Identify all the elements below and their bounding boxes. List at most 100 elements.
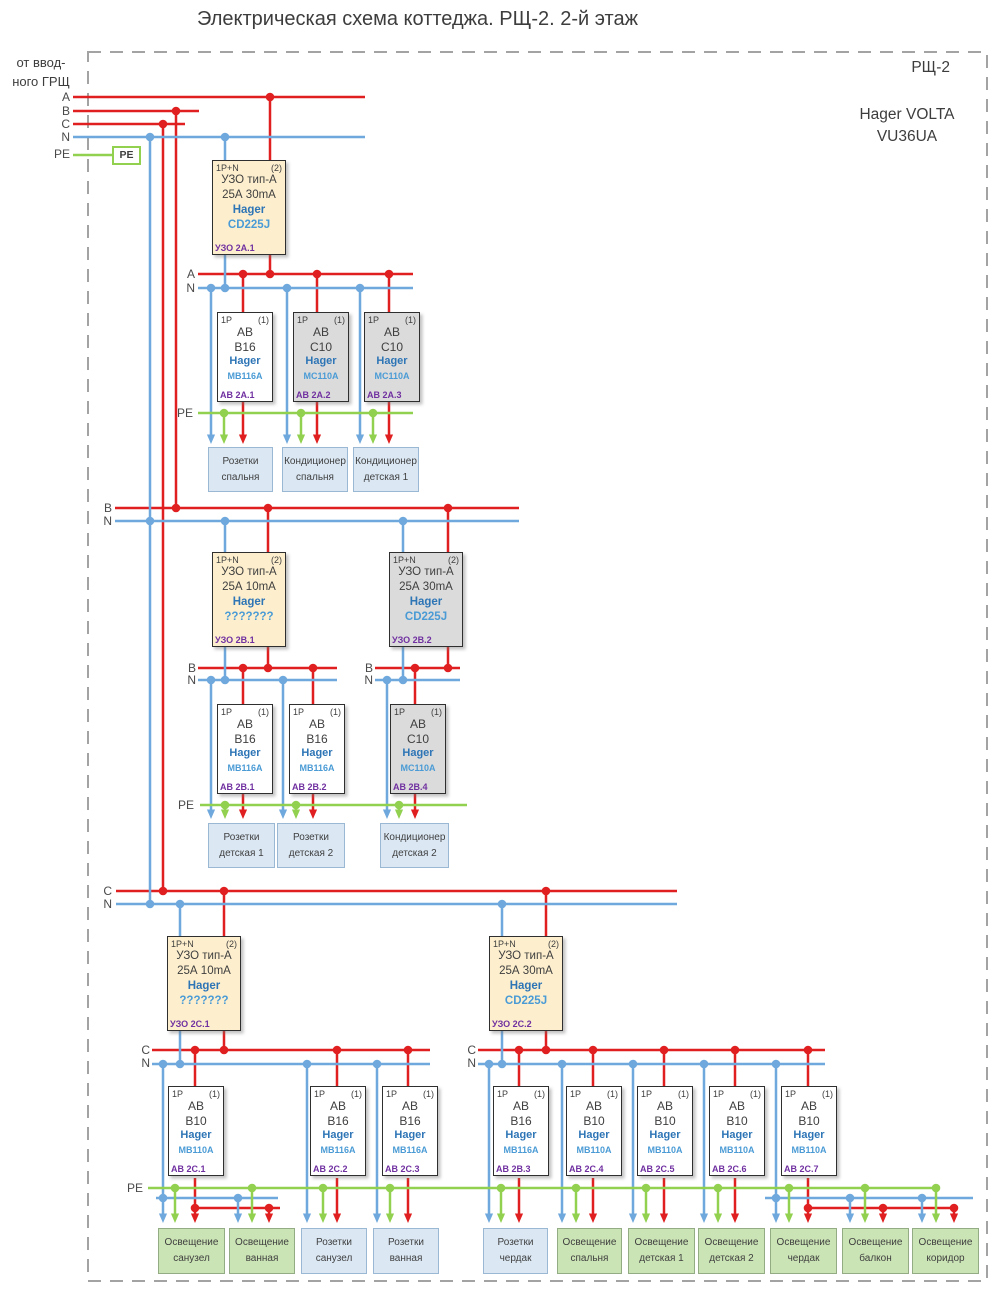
breaker-count: (1) xyxy=(258,707,269,717)
load-box-6: Освещение санузел xyxy=(158,1228,225,1274)
load-line2: спальня xyxy=(570,1253,609,1264)
load-line2: ванная xyxy=(245,1253,279,1264)
bus-label-n-sub1: N xyxy=(187,673,196,687)
breaker-header: 1P (1) xyxy=(218,313,272,325)
rcd-kind: УЗО тип-А xyxy=(221,174,277,186)
breaker-brand: Hager xyxy=(793,1129,825,1141)
breaker-header: 1P(1) xyxy=(782,1087,836,1099)
rcd-tag: УЗО 2С.1 xyxy=(170,1019,210,1029)
breaker-tag: АВ 2С.3 xyxy=(385,1164,420,1174)
rcd-poles: 1P+N xyxy=(493,939,516,949)
load-box-10: Розетки чердак xyxy=(483,1228,548,1274)
rcd-rating: 25А 30mA xyxy=(499,965,553,977)
breaker-header: 1P(1) xyxy=(365,313,419,325)
breaker-header: 1P (1) xyxy=(218,705,272,717)
load-line2: ванная xyxy=(389,1253,423,1264)
load-line1: Розетки xyxy=(316,1237,352,1248)
load-box-3: Розетки детская 1 xyxy=(208,823,275,868)
breaker-model: MB110A xyxy=(719,1144,755,1155)
load-line1: Розетки xyxy=(222,455,259,467)
breaker-rating: B10 xyxy=(726,1113,748,1128)
breaker-model: MB116A xyxy=(392,1144,428,1155)
breaker-poles: 1P xyxy=(497,1089,509,1099)
breaker-box-2c3: 1P(1) АВ B16 Hager MB116A АВ 2С.3 xyxy=(382,1086,438,1176)
rcd-model: CD225J xyxy=(404,611,448,623)
breaker-box-2b3: 1P(1) АВ B16 Hager MB116A АВ 2В.3 xyxy=(493,1086,549,1176)
breaker-box-2a1: 1P(1) АВ B16 Hager MB116A АВ 2А.1 xyxy=(217,312,273,402)
rcd-model: ??????? xyxy=(224,611,274,623)
rcd-header: 1P+N(2) xyxy=(213,553,285,565)
bus-label-n-row1: N xyxy=(186,281,195,295)
breaker-poles: 1P xyxy=(785,1089,797,1099)
rcd-rating: 25А 30mA xyxy=(399,581,453,593)
breaker-poles: 1P xyxy=(314,1089,326,1099)
load-box-5: Кондиционер детская 2 xyxy=(380,823,449,868)
breaker-header: 1P(1) xyxy=(290,705,344,717)
bus-label-b-row2: B xyxy=(103,501,112,515)
breaker-brand: Hager xyxy=(180,1129,212,1141)
breaker-poles: 1P xyxy=(221,315,233,325)
source-label-line2: ного ГРЩ xyxy=(12,74,70,89)
panel-model-line1: Hager VOLTA xyxy=(859,106,955,123)
breaker-header: 1P(1) xyxy=(391,705,445,717)
breaker-brand: Hager xyxy=(505,1129,537,1141)
breaker-rating: B16 xyxy=(510,1113,532,1128)
rcd-brand: Hager xyxy=(409,596,443,608)
load-line1: Освещение xyxy=(704,1237,759,1248)
breaker-poles: 1P xyxy=(570,1089,582,1099)
breaker-rating: B10 xyxy=(798,1113,820,1128)
load-line2: балкон xyxy=(859,1253,892,1264)
load-line1: Розетки xyxy=(388,1237,424,1248)
breaker-model: MB116A xyxy=(299,762,335,773)
breaker-poles: 1P xyxy=(221,707,233,717)
panel-name: РЩ-2 xyxy=(911,59,950,76)
load-box-13: Освещение детская 2 xyxy=(698,1228,765,1274)
breaker-brand: Hager xyxy=(305,355,337,367)
load-box-2: Кондиционер детская 1 xyxy=(353,447,419,492)
load-line1: Кондиционер xyxy=(355,455,417,467)
load-box-14: Освещение чердак xyxy=(770,1228,837,1274)
load-box-15: Освещение балкон xyxy=(842,1228,909,1274)
breaker-brand: Hager xyxy=(229,747,261,759)
breaker-count: (1) xyxy=(330,707,341,717)
load-line1: Освещение xyxy=(918,1237,973,1248)
bus-label-pe-top: PE xyxy=(53,147,70,161)
breaker-kind: АВ xyxy=(329,1099,346,1113)
breaker-box-2c4: 1P(1) АВ B10 Hager MB110A АВ 2С.4 xyxy=(566,1086,622,1176)
bus-label-n-sub3r: N xyxy=(467,1056,476,1070)
load-box-0: Розетки спальня xyxy=(208,447,273,492)
breaker-model: MC110A xyxy=(400,762,436,773)
breaker-poles: 1P xyxy=(394,707,406,717)
load-line1: Освещение xyxy=(164,1237,219,1248)
breaker-brand: Hager xyxy=(229,355,261,367)
breaker-model: MB116A xyxy=(320,1144,356,1155)
load-line1: Кондиционер xyxy=(284,455,346,467)
breaker-brand: Hager xyxy=(322,1129,354,1141)
breaker-rating: B16 xyxy=(306,731,328,746)
breaker-count: (1) xyxy=(607,1089,618,1099)
rcd-brand: Hager xyxy=(509,980,543,992)
breaker-kind: АВ xyxy=(512,1099,529,1113)
rcd-box-2a1: 1P+N(2) УЗО тип-А 25А 30mA Hager CD225J … xyxy=(212,160,286,255)
breaker-tag: АВ 2В.3 xyxy=(496,1164,531,1174)
breaker-kind: АВ xyxy=(383,325,400,339)
breaker-count: (1) xyxy=(258,315,269,325)
breaker-box-2c1: 1P(1) АВ B10 Hager MB110A АВ 2С.1 xyxy=(168,1086,224,1176)
breaker-box-2c7: 1P(1) АВ B10 Hager MB110A АВ 2С.7 xyxy=(781,1086,837,1176)
breaker-kind: АВ xyxy=(656,1099,673,1113)
bus-label-n-row2: N xyxy=(103,514,112,528)
load-line1: Освещение xyxy=(634,1237,689,1248)
panel-dashed-border xyxy=(87,51,988,1282)
breaker-count: (1) xyxy=(209,1089,220,1099)
breaker-header: 1P(1) xyxy=(710,1087,764,1099)
breaker-model: MB110A xyxy=(791,1144,827,1155)
rcd-tag: УЗО 2А.1 xyxy=(215,243,255,253)
load-box-9: Розетки ванная xyxy=(373,1228,439,1274)
load-line1: Освещение xyxy=(848,1237,903,1248)
load-line1: Освещение xyxy=(235,1237,289,1248)
rcd-count: (2) xyxy=(226,939,237,949)
breaker-tag: АВ 2С.6 xyxy=(712,1164,747,1174)
breaker-brand: Hager xyxy=(578,1129,610,1141)
breaker-brand: Hager xyxy=(376,355,408,367)
